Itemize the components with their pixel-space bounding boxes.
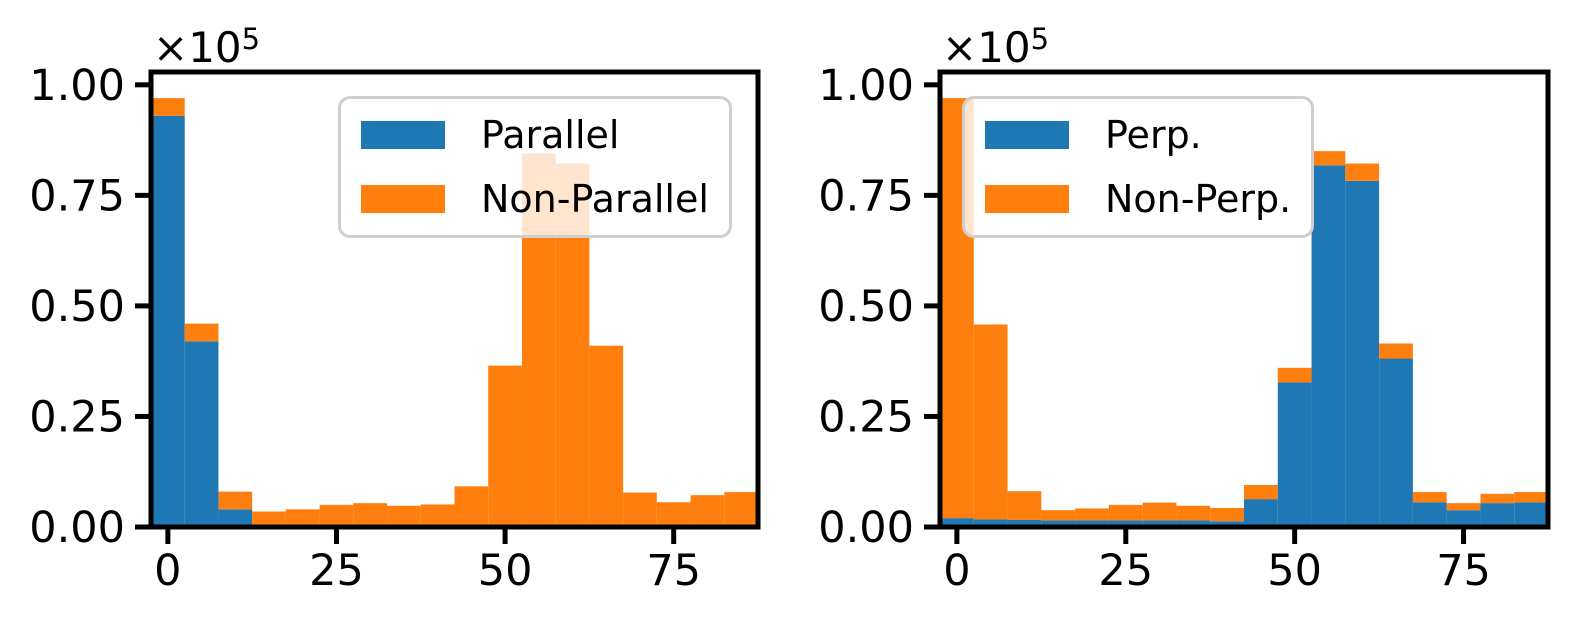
legend-item: Non-Perp.	[985, 177, 1291, 221]
legend-label: Perp.	[1105, 113, 1202, 157]
histogram-bar	[454, 486, 489, 527]
histogram-bar	[1142, 502, 1177, 521]
histogram-bar	[1514, 492, 1548, 503]
histogram-bar	[1210, 521, 1244, 527]
histogram-bar	[1412, 492, 1447, 503]
histogram-bar	[184, 323, 219, 342]
y-tick-label: 0.75	[29, 171, 125, 221]
y-axis-offset-label: ×105	[153, 25, 260, 69]
legend-item: Non-Parallel	[361, 177, 709, 221]
histogram-bar	[940, 518, 974, 527]
x-tick-label: 75	[1436, 546, 1491, 596]
y-axis-offset-label: ×105	[942, 25, 1049, 69]
x-tick-label: 50	[1267, 546, 1322, 596]
histogram-bar	[1345, 180, 1380, 527]
histogram-bar	[1277, 382, 1312, 527]
x-tick-label: 25	[309, 546, 364, 596]
histogram-bar	[151, 115, 185, 527]
y-tick-label: 0.50	[29, 282, 125, 332]
histogram-bar	[1379, 358, 1413, 527]
histogram-bar	[589, 345, 624, 527]
histogram-bar	[973, 324, 1008, 520]
histogram-bar	[1007, 491, 1042, 520]
x-tick-label: 50	[478, 546, 533, 596]
x-tick-label: 25	[1098, 546, 1153, 596]
histogram-bar	[218, 509, 253, 527]
axes-spines	[148, 69, 761, 530]
y-tick-label: 0.50	[818, 282, 914, 332]
histogram-bar	[218, 491, 253, 510]
legend-swatch	[361, 185, 445, 213]
legend-swatch	[985, 121, 1069, 149]
histogram-bar	[1446, 503, 1481, 511]
histogram-bar	[656, 502, 691, 527]
legend-swatch	[361, 121, 445, 149]
histogram-bar	[690, 495, 725, 527]
offset-exponent: 5	[241, 22, 261, 56]
histogram-bar	[1176, 520, 1211, 527]
legend-label: Non-Perp.	[1105, 177, 1292, 221]
histogram-bar	[1007, 519, 1042, 527]
y-tick-label: 0.00	[29, 503, 125, 553]
offset-base: ×10	[942, 23, 1031, 73]
y-tick-label: 1.00	[29, 61, 125, 111]
y-tick-label: 0.75	[818, 171, 914, 221]
histogram-bar	[1379, 343, 1413, 359]
histogram-bar	[1446, 510, 1481, 527]
histogram-bar	[252, 511, 286, 527]
histogram-bar	[1480, 503, 1515, 527]
histogram-bar	[151, 98, 185, 116]
histogram-bar	[1075, 508, 1109, 521]
histogram-bar	[1345, 163, 1380, 181]
histogram-bar	[353, 503, 388, 527]
histogram-bar	[1108, 520, 1143, 527]
y-tick-label: 1.00	[818, 61, 914, 111]
histogram-bar	[1277, 367, 1312, 383]
histogram-bar	[1041, 510, 1076, 521]
y-tick-label: 0.25	[818, 392, 914, 442]
y-tick-label: 0.00	[818, 503, 914, 553]
histogram-bar	[1210, 507, 1244, 522]
x-tick-label: 0	[943, 546, 970, 596]
histogram-bar	[724, 492, 758, 527]
legend: Perp. Non-Perp.	[962, 96, 1315, 238]
histogram-bar	[1244, 499, 1278, 527]
y-tick-label: 0.25	[29, 392, 125, 442]
histogram-bar	[1480, 493, 1515, 504]
legend-swatch	[985, 185, 1069, 213]
x-tick-label: 0	[154, 546, 181, 596]
legend-label: Parallel	[481, 113, 620, 157]
histogram-bar	[1176, 505, 1211, 521]
histogram-bar	[1244, 484, 1278, 500]
legend-item: Parallel	[361, 113, 709, 157]
histogram-bar	[1142, 520, 1177, 527]
histogram-bar	[1514, 502, 1548, 527]
histogram-bar	[285, 509, 320, 527]
histogram-bar	[184, 341, 219, 527]
histogram-bar	[973, 519, 1008, 527]
histogram-bar	[387, 505, 421, 527]
histogram-bar	[1108, 504, 1143, 521]
histogram-bar	[1075, 520, 1109, 527]
offset-base: ×10	[153, 23, 242, 73]
histogram-bar	[623, 492, 657, 527]
histogram-bar	[1311, 165, 1346, 527]
histogram-bar	[1311, 151, 1346, 166]
histogram-bar	[1412, 502, 1447, 527]
legend-item: Perp.	[985, 113, 1291, 157]
x-tick-label: 75	[646, 546, 701, 596]
histogram-bar	[1041, 520, 1076, 527]
axes-spines	[937, 69, 1551, 530]
offset-exponent: 5	[1030, 22, 1050, 56]
histogram-bar	[420, 504, 455, 527]
histogram-bar	[319, 504, 354, 527]
legend-label: Non-Parallel	[481, 177, 709, 221]
histogram-bar	[488, 365, 522, 527]
